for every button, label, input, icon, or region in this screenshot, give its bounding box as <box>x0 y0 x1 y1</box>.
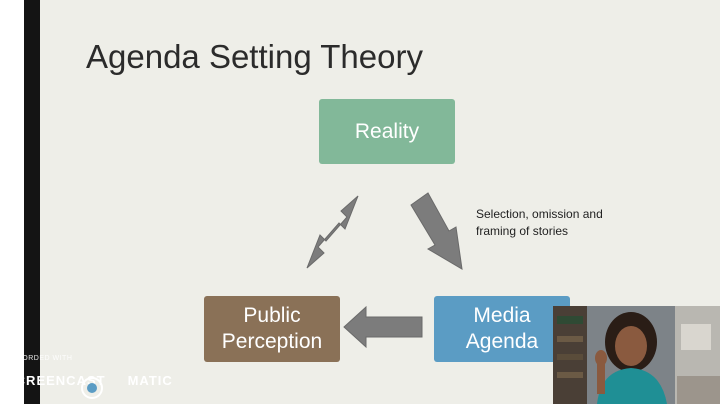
presenter-video <box>553 306 720 404</box>
public-perception-box: Public Perception <box>204 296 340 362</box>
selection-annotation: Selection, omission and framing of stori… <box>476 207 603 238</box>
double-arrow-icon <box>306 195 359 269</box>
arrow-down-right-icon <box>410 192 463 270</box>
recorded-with-label: RECORDED WITH <box>6 355 73 362</box>
left-margin <box>0 0 24 404</box>
public-perception-label: Public Perception <box>221 304 323 353</box>
screencast-watermark: RECORDED WITH SCREENCAST MATIC <box>6 355 172 399</box>
left-dark-stripe <box>24 0 40 404</box>
brand-right-label: MATIC <box>127 373 173 388</box>
media-agenda-label: Media Agenda <box>465 304 539 353</box>
slide-title: Agenda Setting Theory <box>86 38 423 75</box>
media-agenda-box: Media Agenda <box>434 296 570 362</box>
brand-name: SCREENCAST MATIC <box>6 373 173 388</box>
brand-left-label: SCREENCAST <box>6 373 106 388</box>
screencast-logo-icon <box>81 377 103 399</box>
webcam-overlay <box>553 306 720 404</box>
arrow-left-icon <box>343 305 423 349</box>
reality-box: Reality <box>319 99 455 164</box>
reality-label: Reality <box>354 119 420 143</box>
